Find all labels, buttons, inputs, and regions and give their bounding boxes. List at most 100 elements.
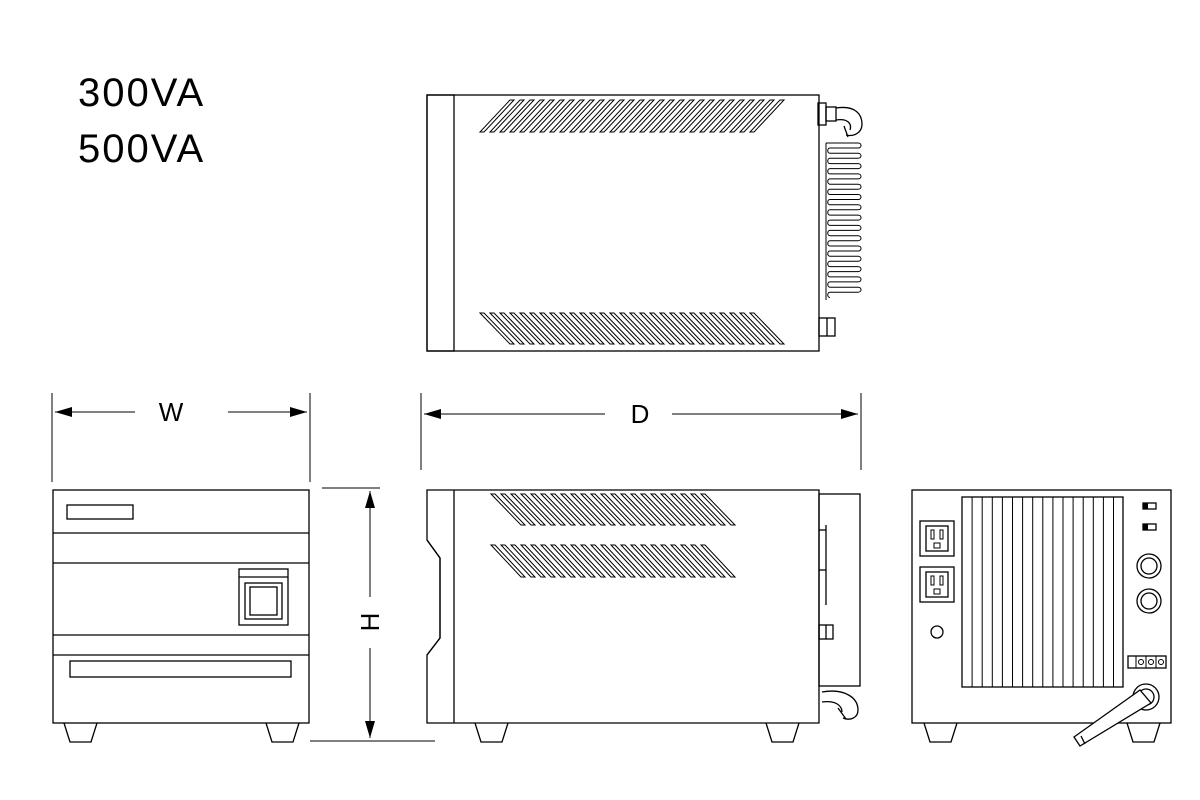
side-view-vent-lower <box>489 544 737 578</box>
vent-slot <box>579 493 617 526</box>
rear-view-power-cord <box>1073 683 1160 747</box>
rear-view-indicators <box>1142 502 1157 531</box>
vent-slot <box>688 99 726 133</box>
front-view-display-window <box>66 504 134 520</box>
vent-slot <box>599 493 637 526</box>
top-view-vent-upper <box>478 99 786 133</box>
vent-slot <box>608 99 646 133</box>
vent-slot <box>599 544 637 578</box>
vent-slot <box>708 312 746 345</box>
vent-slot <box>629 493 667 526</box>
vent-slot <box>669 493 707 526</box>
vent-slot <box>548 99 586 133</box>
vent-slot <box>548 312 586 345</box>
terminal-block-icon <box>1127 655 1167 669</box>
vent-slot <box>539 493 577 526</box>
vent-slot <box>639 493 677 526</box>
top-view-front-bezel <box>426 94 455 352</box>
vent-slot <box>658 312 696 345</box>
width-dimension: W <box>51 393 311 482</box>
vent-slot <box>609 544 647 578</box>
rear-view-body <box>911 489 1172 724</box>
front-view <box>52 489 310 743</box>
depth-dimension: D <box>420 393 862 470</box>
rear-view <box>911 489 1172 747</box>
vent-slot <box>519 544 557 578</box>
vent-slot <box>598 312 636 345</box>
vent-slot <box>608 312 646 345</box>
vent-slot <box>649 544 687 578</box>
vent-slot <box>728 99 766 133</box>
vent-slot <box>578 99 616 133</box>
top-view-vent-lower <box>478 312 786 345</box>
vent-slot <box>488 312 526 345</box>
vent-slot <box>478 312 516 345</box>
vent-slot <box>498 312 536 345</box>
front-view-foot-right <box>265 722 300 743</box>
vent-slot <box>489 493 527 526</box>
vent-slot <box>559 544 597 578</box>
vent-slot <box>668 312 706 345</box>
front-view-foot-left <box>63 722 98 743</box>
vent-slot <box>699 544 737 578</box>
top-view-power-cord <box>817 102 863 138</box>
vent-slot <box>648 99 686 133</box>
width-label: W <box>159 397 184 427</box>
vent-slot <box>558 312 596 345</box>
rear-view-foot-left <box>923 722 958 743</box>
vent-slot <box>618 99 656 133</box>
vent-slot <box>488 99 526 133</box>
vent-slot <box>698 312 736 345</box>
vent-slot <box>678 99 716 133</box>
outlet-lower-icon <box>919 566 955 603</box>
vent-slot <box>508 312 546 345</box>
vent-slot <box>679 544 717 578</box>
side-view-power-cord <box>821 690 859 720</box>
vent-slot <box>498 99 536 133</box>
vent-slot <box>509 544 547 578</box>
vent-slot <box>529 544 567 578</box>
side-view <box>426 489 861 743</box>
vent-slot <box>489 544 527 578</box>
vent-slot <box>738 312 776 345</box>
side-view-vent-upper <box>489 493 737 526</box>
vent-slot <box>579 544 617 578</box>
vent-slot <box>609 493 647 526</box>
vent-slot <box>509 493 547 526</box>
vent-slot <box>628 312 666 345</box>
vent-slot <box>508 99 546 133</box>
vent-slot <box>738 99 776 133</box>
vent-slot <box>638 99 676 133</box>
front-view-body <box>52 489 310 724</box>
vent-slot <box>568 99 606 133</box>
vent-slot <box>748 99 786 133</box>
outlet-upper-icon <box>919 520 955 557</box>
vent-slot <box>638 312 676 345</box>
vent-slot <box>658 99 696 133</box>
vent-slot <box>538 99 576 133</box>
vent-slot <box>689 544 727 578</box>
side-view-foot-right <box>765 722 800 743</box>
model-label-500va: 500VA <box>78 127 205 171</box>
vent-slot <box>679 493 717 526</box>
model-label-300va: 300VA <box>78 71 205 115</box>
vent-slot <box>598 99 636 133</box>
vent-slot <box>549 493 587 526</box>
vent-slot <box>619 493 657 526</box>
heatsink-fin <box>826 142 862 298</box>
vent-slot <box>659 493 697 526</box>
vent-slot <box>529 493 567 526</box>
vent-slot <box>528 312 566 345</box>
power-switch-icon <box>238 568 289 626</box>
vent-slot <box>618 312 656 345</box>
vent-slot <box>689 493 727 526</box>
fuse-holder-icon <box>1136 553 1162 579</box>
vent-slot <box>569 493 607 526</box>
vent-slot <box>558 99 596 133</box>
vent-slot <box>629 544 667 578</box>
vent-slot <box>519 493 557 526</box>
vent-slot <box>748 312 786 345</box>
front-view-slot <box>69 660 292 678</box>
vent-slot <box>499 544 537 578</box>
